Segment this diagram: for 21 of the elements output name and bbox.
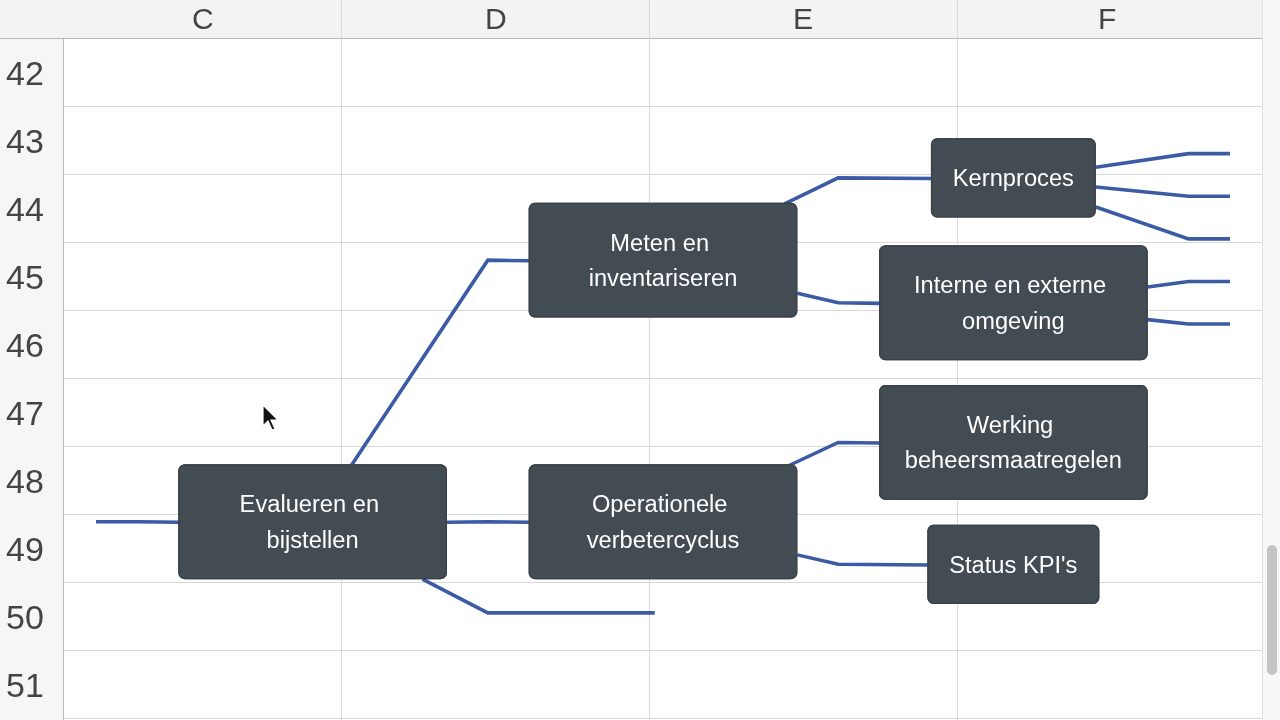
connector xyxy=(1095,185,1230,198)
row-number: 46 xyxy=(6,325,44,365)
row-number: 43 xyxy=(6,121,44,161)
connector xyxy=(1095,151,1230,169)
connector xyxy=(1147,317,1230,326)
row-number: 49 xyxy=(6,529,44,569)
connector xyxy=(421,577,655,615)
column-header: E xyxy=(793,2,813,36)
row-number: 47 xyxy=(6,393,44,433)
column-header: D xyxy=(485,2,507,36)
row-number: 44 xyxy=(6,189,44,229)
connector xyxy=(446,519,530,525)
column-header: C xyxy=(192,2,214,36)
row-number: 50 xyxy=(6,597,44,637)
connector xyxy=(1095,205,1230,241)
column-header: F xyxy=(1098,2,1117,36)
row-number: 42 xyxy=(6,53,44,93)
row-number: 45 xyxy=(6,257,44,297)
row-number: 51 xyxy=(6,665,44,705)
connector xyxy=(1147,279,1230,289)
row-number: 48 xyxy=(6,461,44,501)
